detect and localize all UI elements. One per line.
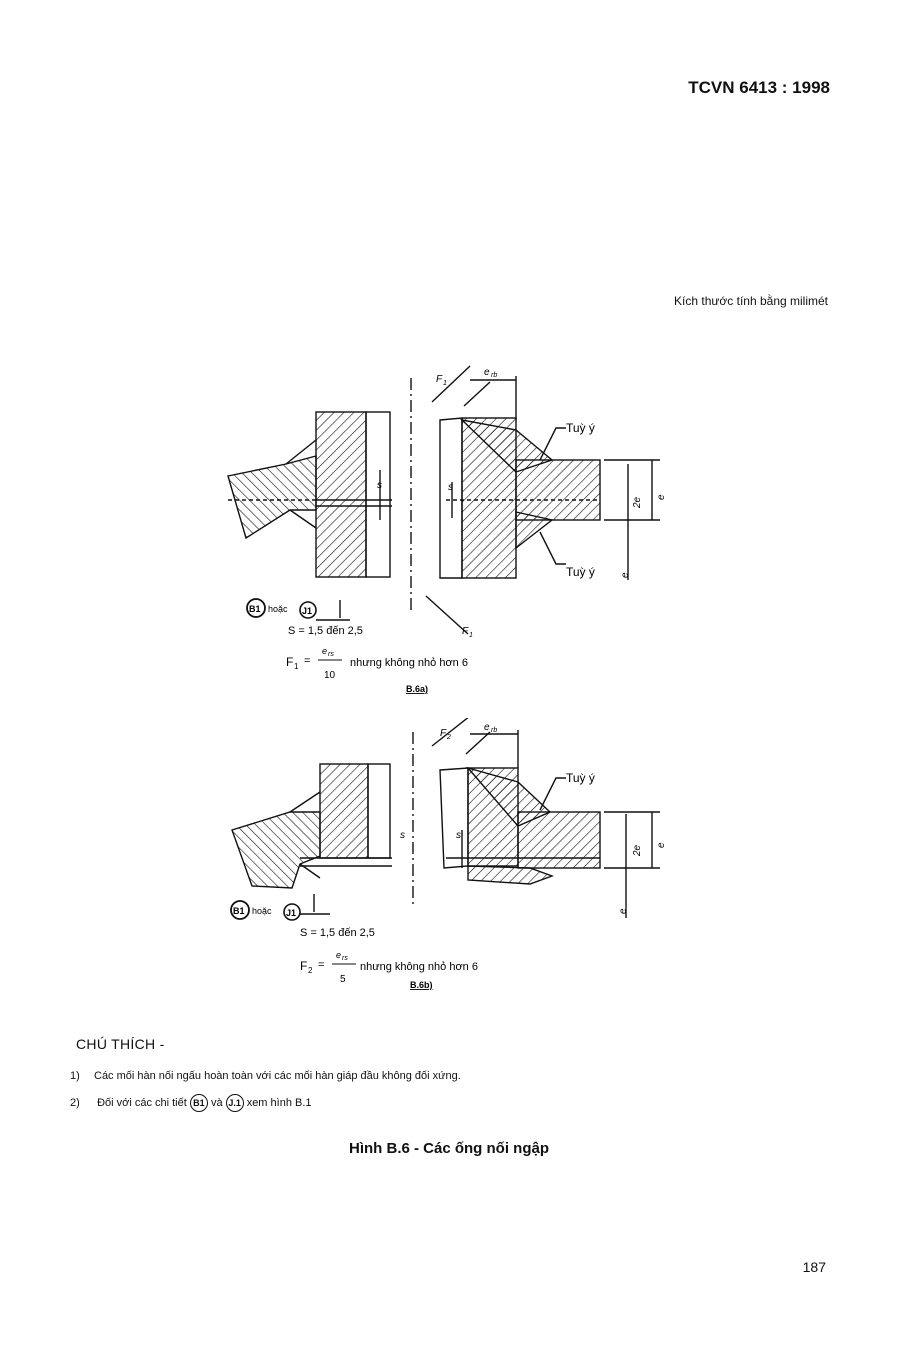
dim-s-right: s xyxy=(456,830,461,841)
dim-f2: F xyxy=(440,728,447,739)
label-or: hoặc xyxy=(268,604,288,614)
detail-j1: J1 xyxy=(302,606,312,616)
flange-plate-left-outer xyxy=(365,411,391,578)
detail-j1-ref: J.1 xyxy=(225,1094,244,1112)
formula-f-lhs: F xyxy=(300,959,307,973)
formula-s: S = 1,5 đến 2,5 xyxy=(300,927,375,939)
svg-text:1: 1 xyxy=(443,380,447,387)
note-text-pre: Đối với các chi tiết xyxy=(97,1096,187,1109)
note-number: 1) xyxy=(70,1070,80,1082)
detail-b1: B1 xyxy=(233,906,245,916)
svg-text:rb: rb xyxy=(491,372,497,379)
svg-text:2: 2 xyxy=(308,966,313,975)
note-item: 1) Các mối hàn nối ngấu hoàn toàn với các… xyxy=(70,1070,461,1082)
label-optional-top: Tuỳ ý xyxy=(566,421,595,435)
detail-b1-ref: B1 xyxy=(189,1094,208,1112)
dim-f1-bottom: F xyxy=(462,626,469,637)
note-text-post: xem hình B.1 xyxy=(246,1096,312,1109)
svg-text:10: 10 xyxy=(324,670,336,681)
figure-b6a: F 1 F 1 e rb s s 2e e e Tuỳ ý Tuỳ ý B1 h… xyxy=(227,365,667,694)
svg-text:rb: rb xyxy=(491,727,497,734)
svg-text:e: e xyxy=(322,646,327,656)
weld-bevel-left xyxy=(285,439,317,529)
subcaption-b6b: B.6b) xyxy=(410,980,433,990)
dim-s-right: s xyxy=(448,482,453,493)
note-item: 2) Đối với các chi tiết B1 và J.1 xem hì… xyxy=(70,1094,312,1112)
dim-f1-top: F xyxy=(436,374,443,385)
flange-plate-left xyxy=(319,763,369,859)
label-optional: Tuỳ ý xyxy=(566,771,595,785)
dim-erb: e xyxy=(484,722,490,733)
units-note: Kích thước tính bằng milimét xyxy=(674,294,828,308)
branch-pipe-left xyxy=(231,811,321,889)
formula-f-tail: nhưng không nhỏ hơn 6 xyxy=(360,961,478,973)
svg-text:1: 1 xyxy=(469,632,473,639)
label-optional-bottom: Tuỳ ý xyxy=(566,565,595,579)
dim-ers: e xyxy=(656,842,667,848)
svg-text:e: e xyxy=(336,950,341,960)
subcaption-b6a: B.6a) xyxy=(406,684,428,694)
dim-ers3: e xyxy=(620,572,631,578)
dim-s-left: s xyxy=(400,830,405,841)
formula-f-lhs: F xyxy=(286,655,293,669)
dim-ers: e xyxy=(656,494,667,500)
svg-text:2: 2 xyxy=(446,734,451,741)
svg-text:=: = xyxy=(304,655,310,667)
note-number: 2) xyxy=(70,1096,80,1109)
label-or: hoặc xyxy=(252,906,272,916)
flange-plate-left-outer xyxy=(367,763,391,859)
detail-b1: B1 xyxy=(249,604,261,614)
dim-ers3: e xyxy=(618,908,629,914)
svg-text:rs: rs xyxy=(342,955,348,962)
branch-pipe-right xyxy=(517,811,601,869)
formula-s: S = 1,5 đến 2,5 xyxy=(288,625,363,637)
standard-header: TCVN 6413 : 1998 xyxy=(688,78,830,97)
svg-text:1: 1 xyxy=(294,662,299,671)
note-text-mid: và xyxy=(210,1096,223,1109)
flange-right-outer xyxy=(439,417,463,579)
figure-title: Hình B.6 - Các ống nối ngập xyxy=(349,1140,549,1157)
notes-heading: CHÚ THÍCH - xyxy=(76,1036,165,1052)
dim-2ers3: 2e xyxy=(632,844,643,857)
svg-text:5: 5 xyxy=(340,974,346,985)
detail-j1: J1 xyxy=(286,908,296,918)
page-number: 187 xyxy=(802,1259,826,1275)
note-text: Các mối hàn nối ngấu hoàn toàn với các m… xyxy=(94,1070,461,1082)
flange-right-outer xyxy=(439,767,469,869)
dim-s-left: s xyxy=(377,480,382,491)
flange-plate-left xyxy=(315,411,367,578)
dim-2ers3: 2e xyxy=(632,496,643,509)
svg-text:=: = xyxy=(318,959,324,971)
svg-text:rs: rs xyxy=(328,651,334,658)
dim-erb: e xyxy=(484,367,490,378)
branch-pipe-right xyxy=(515,459,601,521)
branch-pipe-left xyxy=(227,455,317,540)
figure-b6b: F 2 e rb s s 2e e e Tuỳ ý B1 hoặc J1 S =… xyxy=(230,718,667,990)
formula-f-tail: nhưng không nhỏ hơn 6 xyxy=(350,657,468,669)
